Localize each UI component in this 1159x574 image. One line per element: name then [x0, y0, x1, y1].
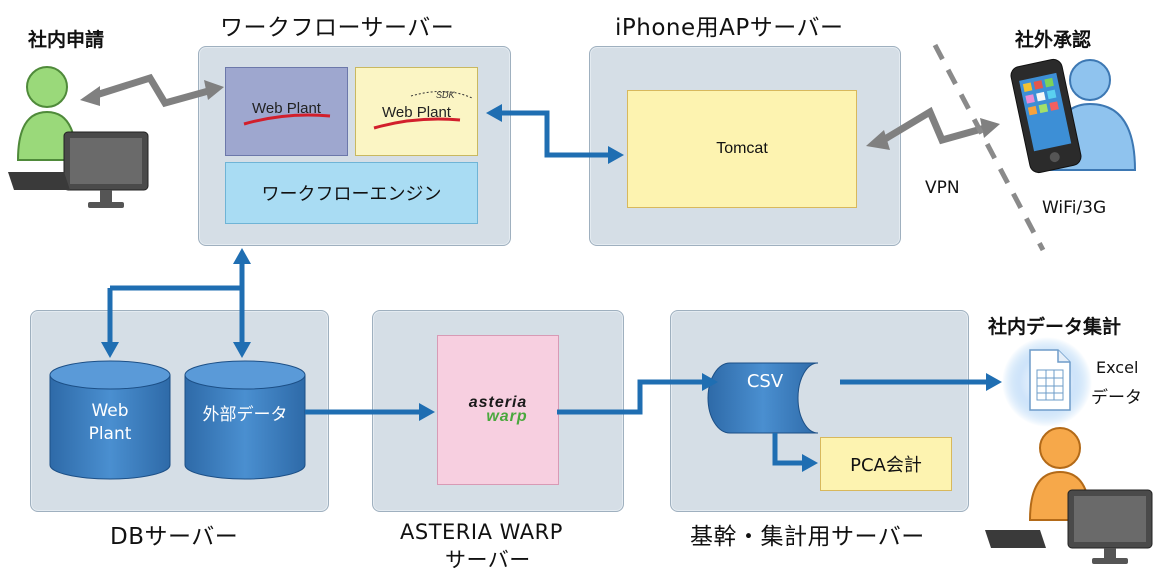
webplant-sdk-swoosh-icon: [373, 91, 473, 130]
smartphone-icon: [1010, 58, 1082, 174]
arrow-up-to-workflow: [233, 248, 251, 264]
arrow-right-to-excel: [986, 373, 1002, 391]
arrow-left-to-sdk: [486, 104, 502, 122]
blue-arrowheads: [101, 104, 1002, 472]
internal-aggregation-label: 社内データ集計: [988, 316, 1122, 338]
gray-lightning-right: [866, 106, 1000, 150]
asteria-server-title-line2: サーバー: [445, 548, 531, 572]
workflow-engine-box: ワークフローエンジン: [225, 162, 478, 224]
webplant-sdk-box: Web Plant SDK: [355, 67, 478, 156]
excel-document-icon: [1002, 337, 1092, 427]
vpn-boundary-line: [932, 43, 1046, 252]
asteria-logo-line2: warp: [486, 408, 528, 425]
external-data-cylinder: [184, 360, 306, 480]
tomcat-label: Tomcat: [716, 140, 768, 157]
excel-label-line2: データ: [1091, 388, 1142, 408]
external-db-label: 外部データ: [202, 405, 288, 425]
webplant-logo-text: Web Plant: [252, 100, 321, 117]
blue-connectors: [107, 110, 988, 466]
webplant-db-label-line1: Web: [91, 401, 129, 421]
aggregator-computer-icon: [985, 489, 1153, 564]
vpn-label: VPN: [925, 178, 960, 198]
core-server-title: 基幹・集計用サーバー: [690, 524, 925, 550]
webplant-db-cylinder: [49, 360, 171, 480]
network-label: WiFi/3G: [1042, 198, 1107, 218]
requester-person-icon: [16, 66, 78, 161]
pca-label: PCA会計: [850, 455, 922, 476]
webplant-sdk-logo-text: Web Plant: [382, 104, 451, 121]
arrow-down-to-external-db: [233, 342, 251, 358]
csv-label: CSV: [746, 371, 784, 392]
sdk-tag: SDK: [436, 90, 455, 100]
asteria-box: asteria warp: [437, 335, 559, 485]
tomcat-box: Tomcat: [627, 90, 857, 208]
webplant-db-label-line2: Plant: [88, 424, 132, 444]
arrow-right-to-pca: [802, 454, 818, 472]
workflow-server-title: ワークフローサーバー: [220, 15, 455, 41]
gray-lightning-left: [80, 73, 224, 108]
asteria-logo-line1: asteria: [468, 394, 528, 411]
pca-box: PCA会計: [820, 437, 952, 491]
requester-computer-icon: [8, 131, 149, 208]
asteria-server-title-line1: ASTERIA WARP: [400, 520, 563, 544]
arrow-down-to-webplant-db: [101, 342, 119, 358]
db-server-title: DBサーバー: [110, 524, 239, 550]
workflow-engine-label: ワークフローエンジン: [261, 184, 442, 205]
webplant-swoosh-icon: [243, 113, 331, 126]
excel-label-line1: Excel: [1096, 358, 1139, 377]
webplant-box: Web Plant: [225, 67, 348, 156]
arrow-right-to-csv: [702, 373, 718, 391]
internal-request-label: 社内申請: [28, 29, 105, 51]
external-approval-label: 社外承認: [1015, 29, 1092, 51]
iphone-server-title: iPhone用APサーバー: [615, 15, 844, 41]
arrow-right-to-tomcat: [608, 146, 624, 164]
arrow-right-to-asteria: [419, 403, 435, 421]
